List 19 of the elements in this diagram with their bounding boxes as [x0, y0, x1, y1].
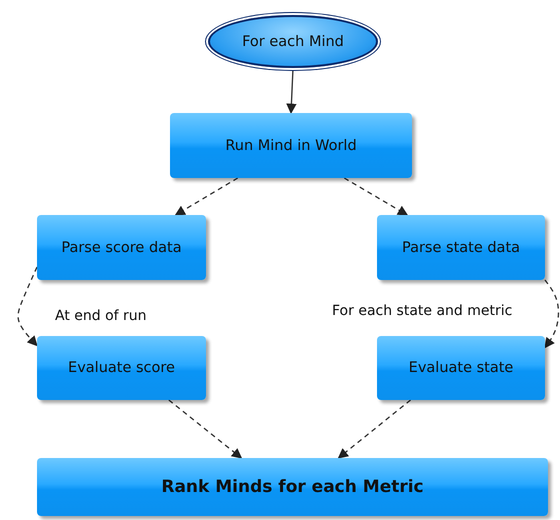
node-label: Run Mind in World — [225, 138, 357, 154]
node-label: Parse score data — [61, 240, 182, 256]
process-box — [37, 215, 206, 280]
arrow — [338, 400, 411, 459]
process-box — [377, 336, 545, 400]
node-label: Rank Minds for each Metric — [161, 477, 424, 497]
arrow — [17, 266, 38, 346]
arrow — [544, 280, 560, 348]
arrow — [174, 177, 238, 216]
node-label: For each Mind — [242, 34, 344, 50]
arrow — [344, 177, 408, 216]
node-label: Evaluate score — [68, 360, 175, 376]
process-box — [377, 215, 545, 280]
process-box — [37, 458, 548, 516]
process-box — [37, 336, 206, 400]
node-label: Parse state data — [402, 240, 520, 256]
arrow — [168, 400, 242, 459]
node-label: Evaluate state — [408, 360, 514, 376]
process-box — [170, 113, 412, 178]
